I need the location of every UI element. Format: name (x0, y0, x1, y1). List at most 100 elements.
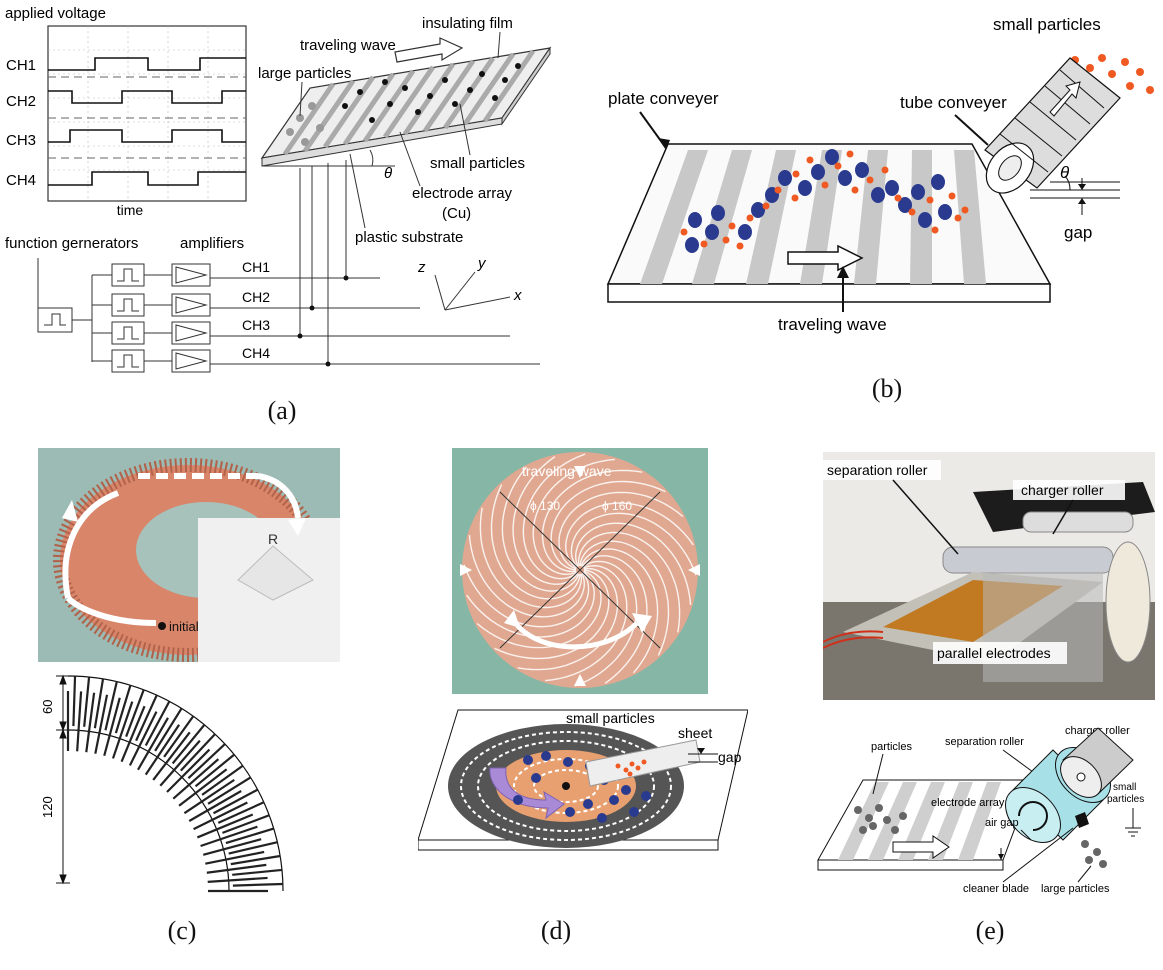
fan-electrode-line (163, 715, 195, 758)
ch4-label: CH4 (6, 172, 36, 189)
charger-roller-photo (1022, 511, 1134, 533)
spiral-electrode-line (545, 564, 628, 682)
separation-roller-label: separation roller (827, 462, 928, 478)
fan-electrode-line (166, 748, 211, 793)
ch1-waveform (48, 57, 246, 71)
spiral-electrode-line (565, 502, 694, 569)
large-particles-label: large particles (258, 65, 351, 82)
fan-electrode-line (207, 876, 268, 883)
spiral-electrode-line (577, 531, 681, 633)
particles-label: particles (871, 741, 912, 753)
fan-electrode-line (144, 724, 181, 776)
plate-conveyer-label: plate conveyer (608, 89, 719, 108)
spiral-electrode-line (522, 453, 586, 580)
applied-voltage-label: applied voltage (5, 5, 106, 22)
panel-d-drawing: small particles sheet gap (418, 709, 748, 851)
electrode-array-label-e: electrode array (931, 797, 1005, 809)
fan-electrode-line (193, 801, 248, 831)
panel-e-photo: separation roller charger roller paralle… (823, 452, 1155, 700)
traveling-wave-label-d: traveling wave (522, 463, 612, 479)
caption-c: (c) (167, 916, 197, 945)
gap-label-d: gap (718, 749, 742, 765)
sheet-label: sheet (678, 725, 712, 741)
rotation-arrow-d (509, 616, 639, 650)
small-particles-label-b: small particles (993, 15, 1101, 34)
ch3-label: CH3 (6, 132, 36, 149)
spiral-electrode-line (494, 569, 610, 660)
electrode-array-label: electrode array (412, 185, 513, 202)
rotation-arrow-purple (489, 767, 565, 820)
traveling-wave-label-b: traveling wave (778, 315, 887, 334)
spiral-electrode-line (580, 548, 659, 674)
charger-roller-label: charger roller (1021, 482, 1104, 498)
small-particles-label-d: small particles (566, 710, 655, 726)
small-particles-orange (680, 150, 969, 250)
electrode-stripes-e (838, 782, 1001, 860)
fan-electrode-line (222, 814, 270, 834)
panel-a-diagram: applied voltage CH1 CH2 CH3 CH4 time (5, 5, 552, 373)
spiral-electrode-line (541, 469, 643, 573)
spiral-electrode-line (579, 540, 670, 656)
ch1-label: CH1 (6, 57, 36, 74)
separation-roller-photo (942, 546, 1114, 574)
fan-electrode-line (125, 689, 145, 737)
fan-electrode-line (159, 739, 201, 787)
oscilloscope-frame (47, 25, 247, 202)
fan-electrode-line (202, 838, 262, 856)
traveling-wave-arrow-e (892, 835, 950, 859)
fan-electrode-line (201, 764, 244, 796)
panel-b-diagram: small particles plate conveyer tube conv… (606, 15, 1154, 334)
gear-wheel (1105, 541, 1151, 663)
fan-electrode-line (232, 882, 283, 887)
fan-electrode-line (217, 801, 265, 824)
fan-electrode-line (207, 776, 252, 805)
axis-z-label: z (417, 259, 426, 276)
large-particles-label-e: large particles (1041, 883, 1110, 895)
plate-conveyer (606, 143, 1052, 303)
dim-120-label: 120 (40, 796, 55, 818)
fan-electrode-line (212, 788, 259, 815)
air-gap-label: air gap (985, 817, 1019, 829)
spiral-disk-drawing (448, 724, 684, 848)
plastic-substrate-label: plastic substrate (355, 229, 463, 246)
fan-electrode-line (83, 676, 91, 727)
spiral-electrode-line (490, 484, 581, 600)
spiral-electrode-line (501, 466, 580, 592)
caption-d: (d) (540, 916, 572, 945)
small-particles-label-e2: particles (1107, 794, 1144, 805)
spiral-electrode-line (581, 555, 648, 684)
fan-electrode-line (128, 711, 158, 766)
fan-electrode-line (72, 676, 77, 727)
fan-electrode-line (179, 733, 216, 772)
electrode-cu-label: (Cu) (442, 205, 471, 222)
fan-electrode-line (196, 813, 254, 839)
tube-conveyer (984, 57, 1121, 194)
panel-c-photo: R initial (38, 448, 340, 662)
phi-160-label: ϕ 160 (602, 499, 632, 513)
ch2-waveform (48, 90, 246, 104)
ch2-label: CH2 (6, 93, 36, 110)
tube-conveyer-label: tube conveyer (900, 93, 1007, 112)
charger-roller-drawing (1060, 727, 1134, 798)
fan-electrode-line (103, 697, 121, 757)
amplifiers-label: amplifiers (180, 235, 244, 252)
fan-electrode-line (230, 854, 281, 866)
fan-electrode-line (172, 758, 220, 800)
fan-electrode-line (114, 684, 132, 734)
fan-electrode-line (120, 705, 146, 763)
cleaner-blade-shape (1075, 812, 1089, 828)
panel-c-drawing: 60 120 (40, 674, 284, 893)
ch1-line-label: CH1 (242, 259, 270, 275)
ch2-line-label: CH2 (242, 289, 270, 305)
fan-electrode-line (135, 694, 158, 742)
ch4-line-label: CH4 (242, 345, 270, 361)
panel-e-drawing: particles electrode array separation rol… (817, 725, 1144, 895)
spiral-electrode-line (574, 560, 638, 687)
caption-a: (a) (267, 396, 297, 425)
gap-label-b: gap (1064, 223, 1092, 242)
fan-electrode-line (187, 743, 226, 780)
particles-gray (854, 804, 907, 834)
spiral-electrode-line (570, 512, 697, 576)
rotation-arrow-left (62, 490, 120, 599)
fan-electrode-line (152, 731, 191, 781)
